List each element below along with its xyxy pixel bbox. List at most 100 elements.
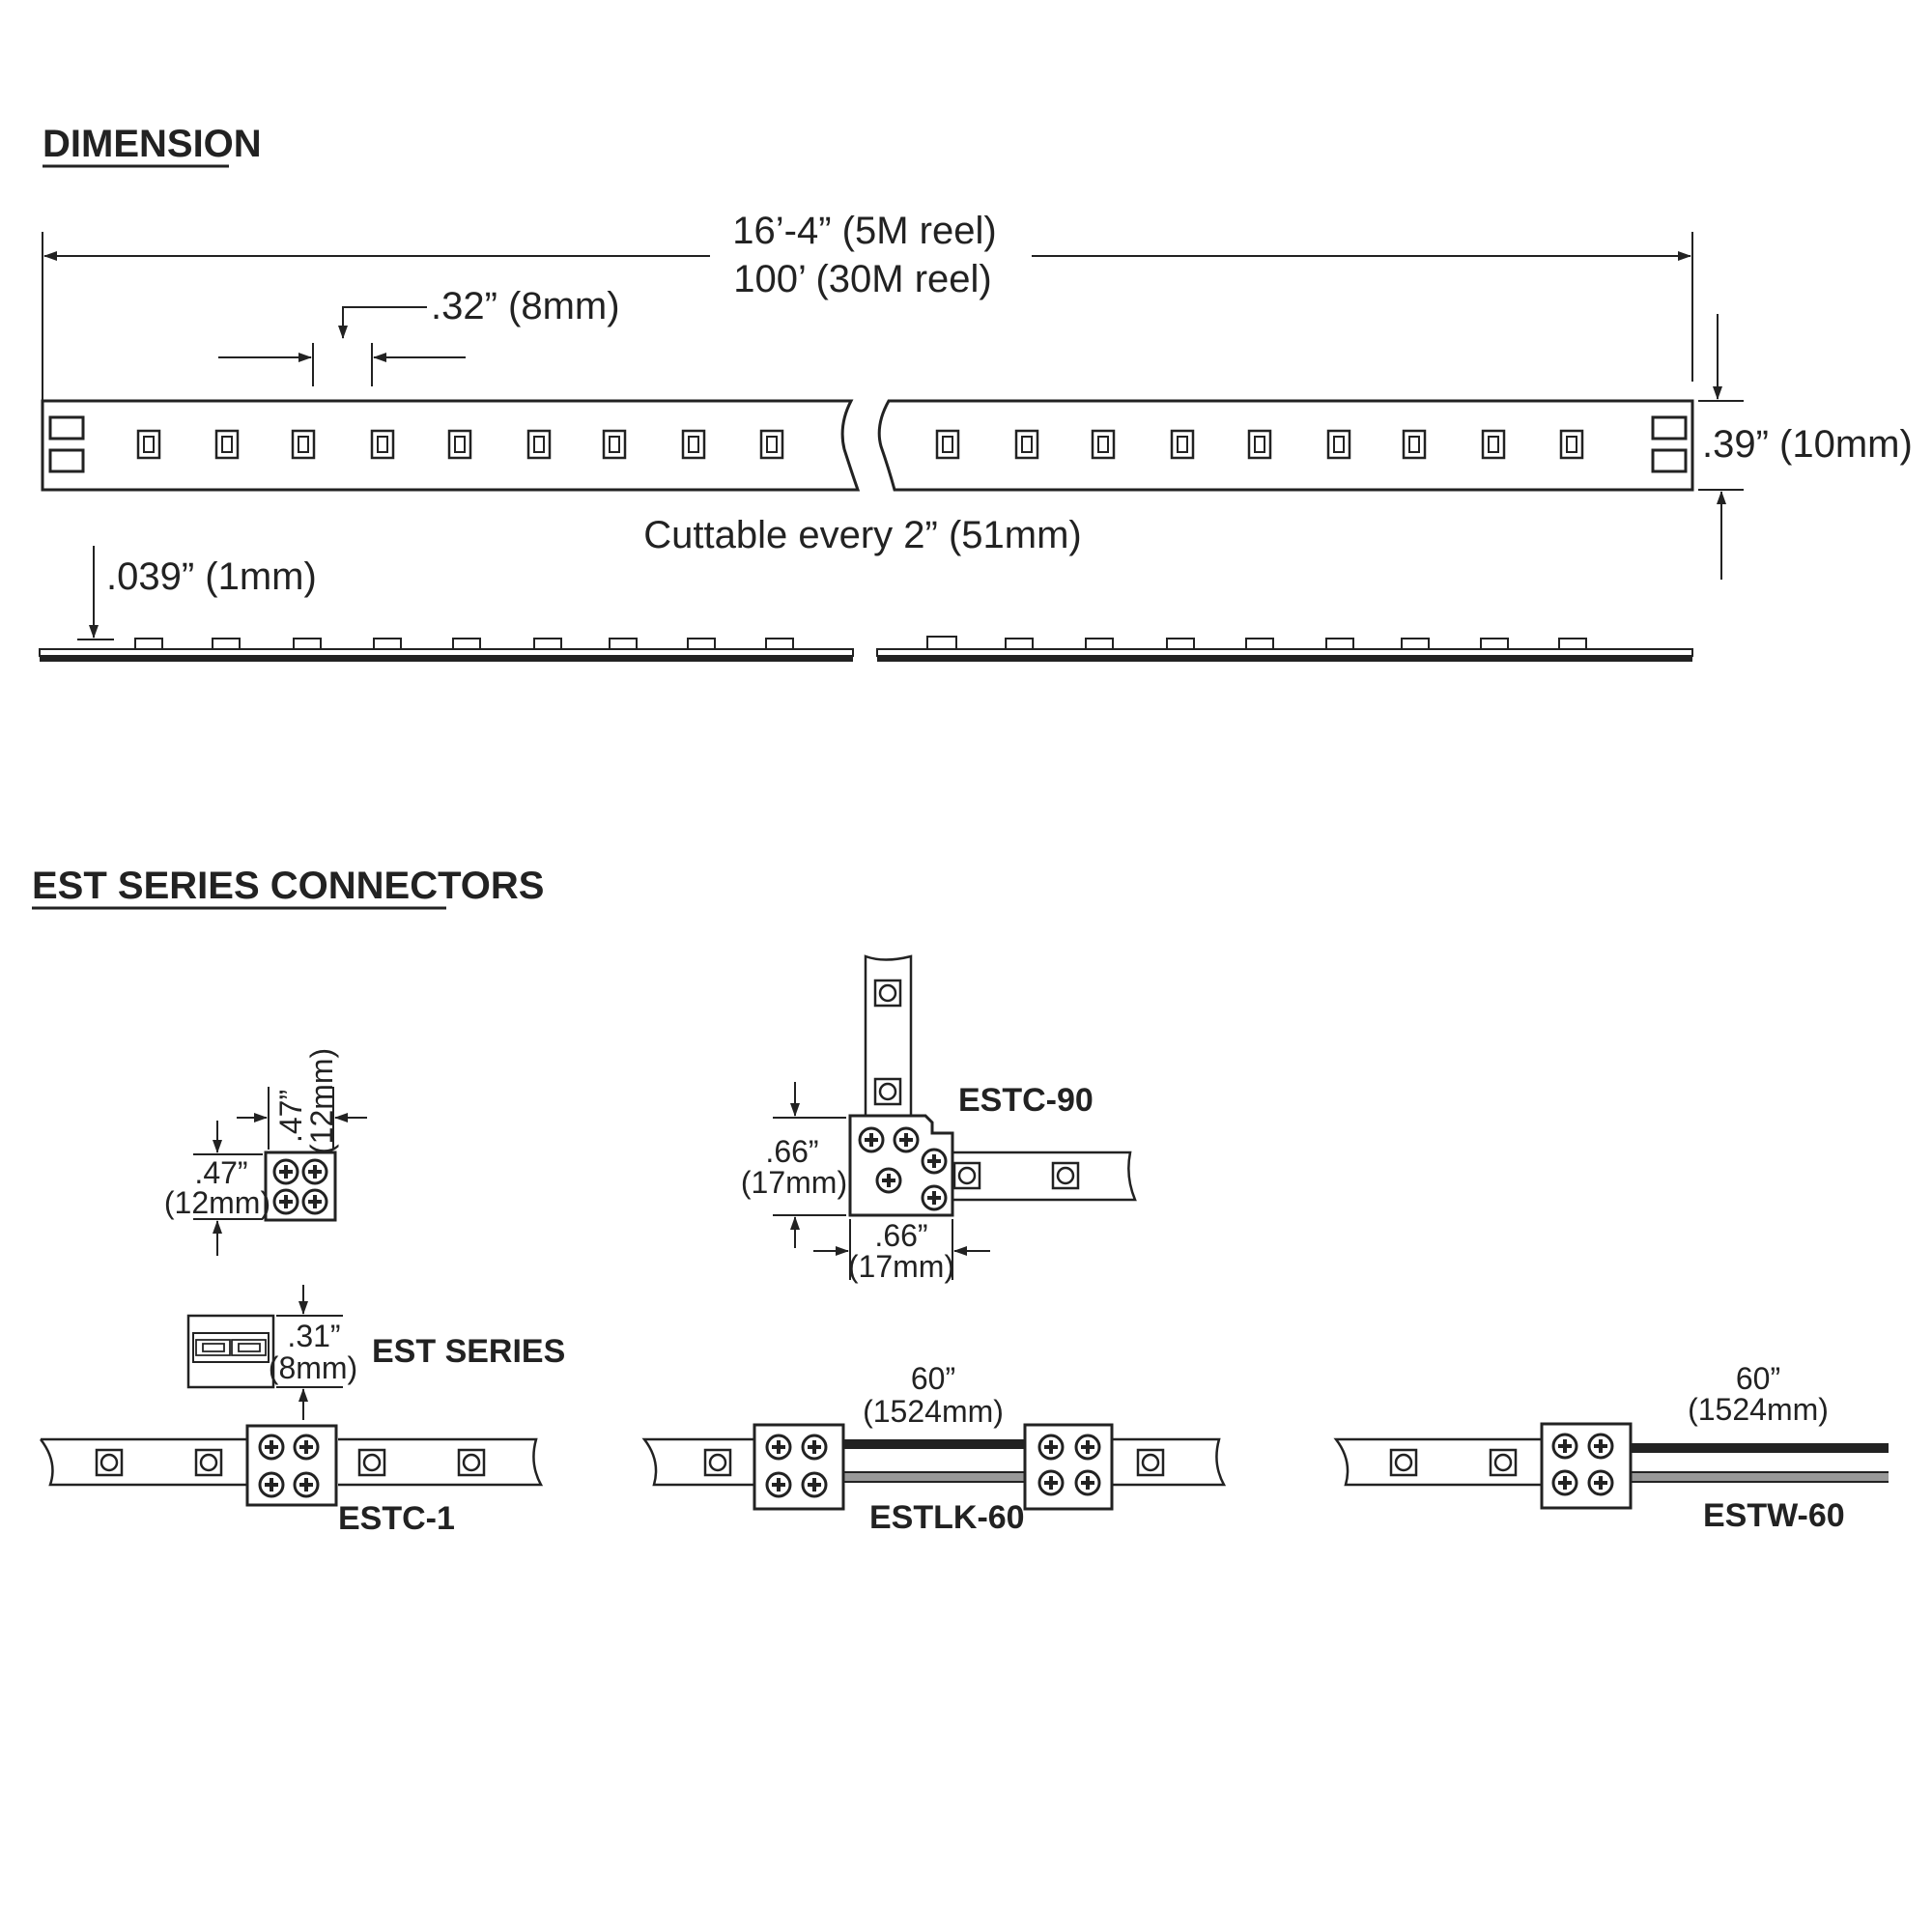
led-profile <box>452 638 481 650</box>
led-chip <box>1326 429 1351 460</box>
estw-60-length-mm: (1524mm) <box>1688 1392 1829 1427</box>
strip-top-view <box>41 399 1694 492</box>
led-icon <box>873 979 902 1008</box>
strip-width-label: .39” (10mm) <box>1702 423 1913 466</box>
connector-body-left <box>753 1423 845 1511</box>
led-chip <box>1014 429 1039 460</box>
led-profile <box>1558 638 1587 650</box>
est-series-label: EST SERIES <box>372 1333 565 1370</box>
led-profile <box>765 638 794 650</box>
screw-icon <box>765 1434 792 1461</box>
screw-icon <box>293 1434 320 1461</box>
overall-length-label-5m: 16’-4” (5M reel) <box>732 210 996 252</box>
led-icon <box>457 1448 486 1477</box>
estlk-60-length-mm: (1524mm) <box>863 1394 1004 1429</box>
estw-60-connector: 60” (1524mm) ESTW-60 <box>1333 1361 1889 1534</box>
led-icon <box>1489 1448 1518 1477</box>
overall-length-label-30m: 100’ (30M reel) <box>733 258 992 300</box>
screw-icon <box>921 1184 948 1211</box>
est-series-width-mm: (12mm) <box>304 1048 339 1154</box>
screw-icon <box>921 1148 948 1175</box>
estc-90-height-in: .66” <box>765 1134 818 1169</box>
connector-side-slot <box>192 1332 270 1363</box>
est-series-thickness-mm: (8mm) <box>269 1350 357 1385</box>
led-profile <box>1401 638 1430 650</box>
est-series-height-in: .47” <box>194 1155 247 1190</box>
screw-icon <box>893 1126 920 1153</box>
connector-body <box>245 1424 338 1507</box>
led-profile <box>1245 638 1274 650</box>
strip-side-segment-left <box>39 648 854 657</box>
estc-90-width-mm: (17mm) <box>848 1249 954 1284</box>
strip-side-base-right <box>877 656 1692 662</box>
screw-icon <box>293 1471 320 1498</box>
led-chip <box>681 429 706 460</box>
estc-1-connector: ESTC-1 <box>40 1424 544 1537</box>
led-profile <box>1480 638 1509 650</box>
led-icon <box>1136 1448 1165 1477</box>
led-chip <box>1091 429 1116 460</box>
led-chip <box>1247 429 1272 460</box>
led-chip <box>1559 429 1584 460</box>
led-icon <box>1389 1448 1418 1477</box>
led-chip <box>1170 429 1195 460</box>
screw-icon <box>301 1188 328 1215</box>
led-icon <box>194 1448 223 1477</box>
led-chip <box>526 429 552 460</box>
led-profile <box>1085 638 1114 650</box>
connector-body-right <box>1023 1423 1114 1511</box>
dimension-section: DIMENSION 16’-4” (5M reel) 100’ (30M ree… <box>39 123 1913 662</box>
est-series-side-view: .31” (8mm) EST SERIES <box>186 1285 565 1420</box>
estw-60-length-in: 60” <box>1736 1361 1780 1396</box>
led-icon <box>357 1448 386 1477</box>
screw-icon <box>258 1434 285 1461</box>
led-icon <box>1051 1161 1080 1190</box>
strip-piece <box>1107 1437 1227 1487</box>
led-profile <box>926 636 957 650</box>
led-profile <box>687 638 716 650</box>
estw-60-label: ESTW-60 <box>1703 1497 1845 1534</box>
led-profile <box>212 638 241 650</box>
led-chip <box>1481 429 1506 460</box>
led-profile <box>533 638 562 650</box>
dimension-heading: DIMENSION <box>43 123 262 165</box>
screw-icon <box>858 1126 885 1153</box>
screw-icon <box>1037 1469 1065 1496</box>
screw-icon <box>272 1188 299 1215</box>
led-profile <box>1166 638 1195 650</box>
screw-icon <box>801 1471 828 1498</box>
led-chip <box>1402 429 1427 460</box>
screw-icon <box>875 1167 902 1194</box>
cuttable-interval-label: Cuttable every 2” (51mm) <box>643 514 1081 556</box>
estlk-60-label: ESTLK-60 <box>869 1499 1025 1536</box>
led-profile <box>1325 638 1354 650</box>
strip-side-segment-right <box>876 648 1693 657</box>
led-icon <box>95 1448 124 1477</box>
estc-90-label: ESTC-90 <box>958 1082 1094 1119</box>
est-series-connector: .47” (12mm) .47” (12mm) <box>164 1048 367 1256</box>
solder-pad <box>48 415 85 440</box>
strip-piece <box>641 1437 759 1487</box>
led-icon <box>703 1448 732 1477</box>
estc-90-height-mm: (17mm) <box>741 1165 847 1200</box>
strip-segment-right <box>877 399 1694 492</box>
strip-side-base-left <box>40 656 853 662</box>
screw-icon <box>801 1434 828 1461</box>
screw-icon <box>272 1158 299 1185</box>
est-series-height-mm: (12mm) <box>164 1185 270 1220</box>
led-pitch-label: .32” (8mm) <box>431 285 620 327</box>
led-pitch-dimension: .32” (8mm) <box>218 285 620 386</box>
strip-thickness-label: .039” (1mm) <box>106 555 317 598</box>
screw-icon <box>1037 1434 1065 1461</box>
est-series-width-in: .47” <box>273 1090 308 1143</box>
led-profile <box>134 638 163 650</box>
led-profile <box>293 638 322 650</box>
solder-pad <box>48 448 85 473</box>
screw-icon <box>1074 1434 1101 1461</box>
screw-icon <box>1551 1433 1578 1460</box>
screw-icon <box>1551 1469 1578 1496</box>
overall-length-dimension: 16’-4” (5M reel) 100’ (30M reel) <box>42 210 1693 401</box>
led-chip <box>136 429 161 460</box>
